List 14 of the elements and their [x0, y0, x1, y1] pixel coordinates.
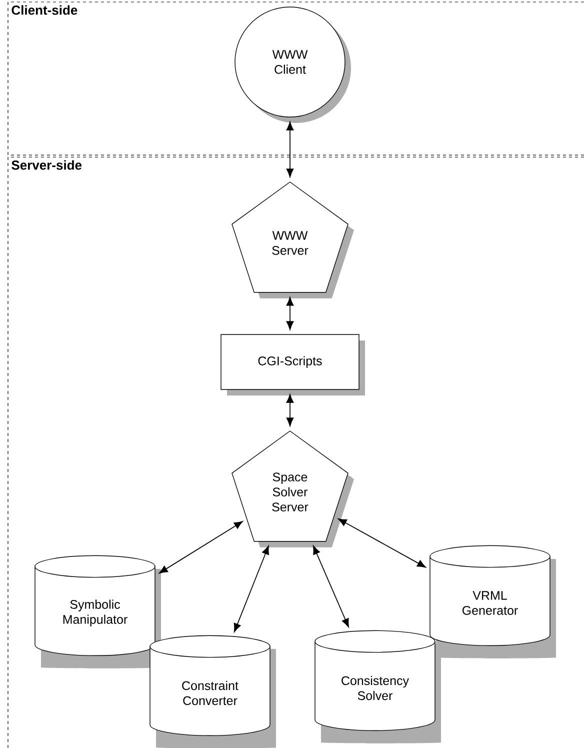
database-cylinder: VRML Generator [430, 545, 556, 658]
double-arrow [338, 518, 426, 568]
process-box: CGI-Scripts [220, 334, 365, 396]
server-pentagon: WWW Server [232, 182, 354, 298]
double-arrow [313, 546, 349, 628]
database-cylinder: Consistency Solver [314, 630, 441, 744]
server-pentagon: Space Solver Server [232, 430, 354, 548]
database-cylinder: Symbolic Manipulator [34, 555, 161, 668]
database-cylinder: Constraint Converter [150, 635, 276, 748]
double-arrow [158, 521, 243, 574]
double-arrow [286, 394, 294, 426]
double-arrow [234, 546, 269, 632]
double-arrow [286, 122, 294, 178]
double-arrow [286, 297, 294, 330]
